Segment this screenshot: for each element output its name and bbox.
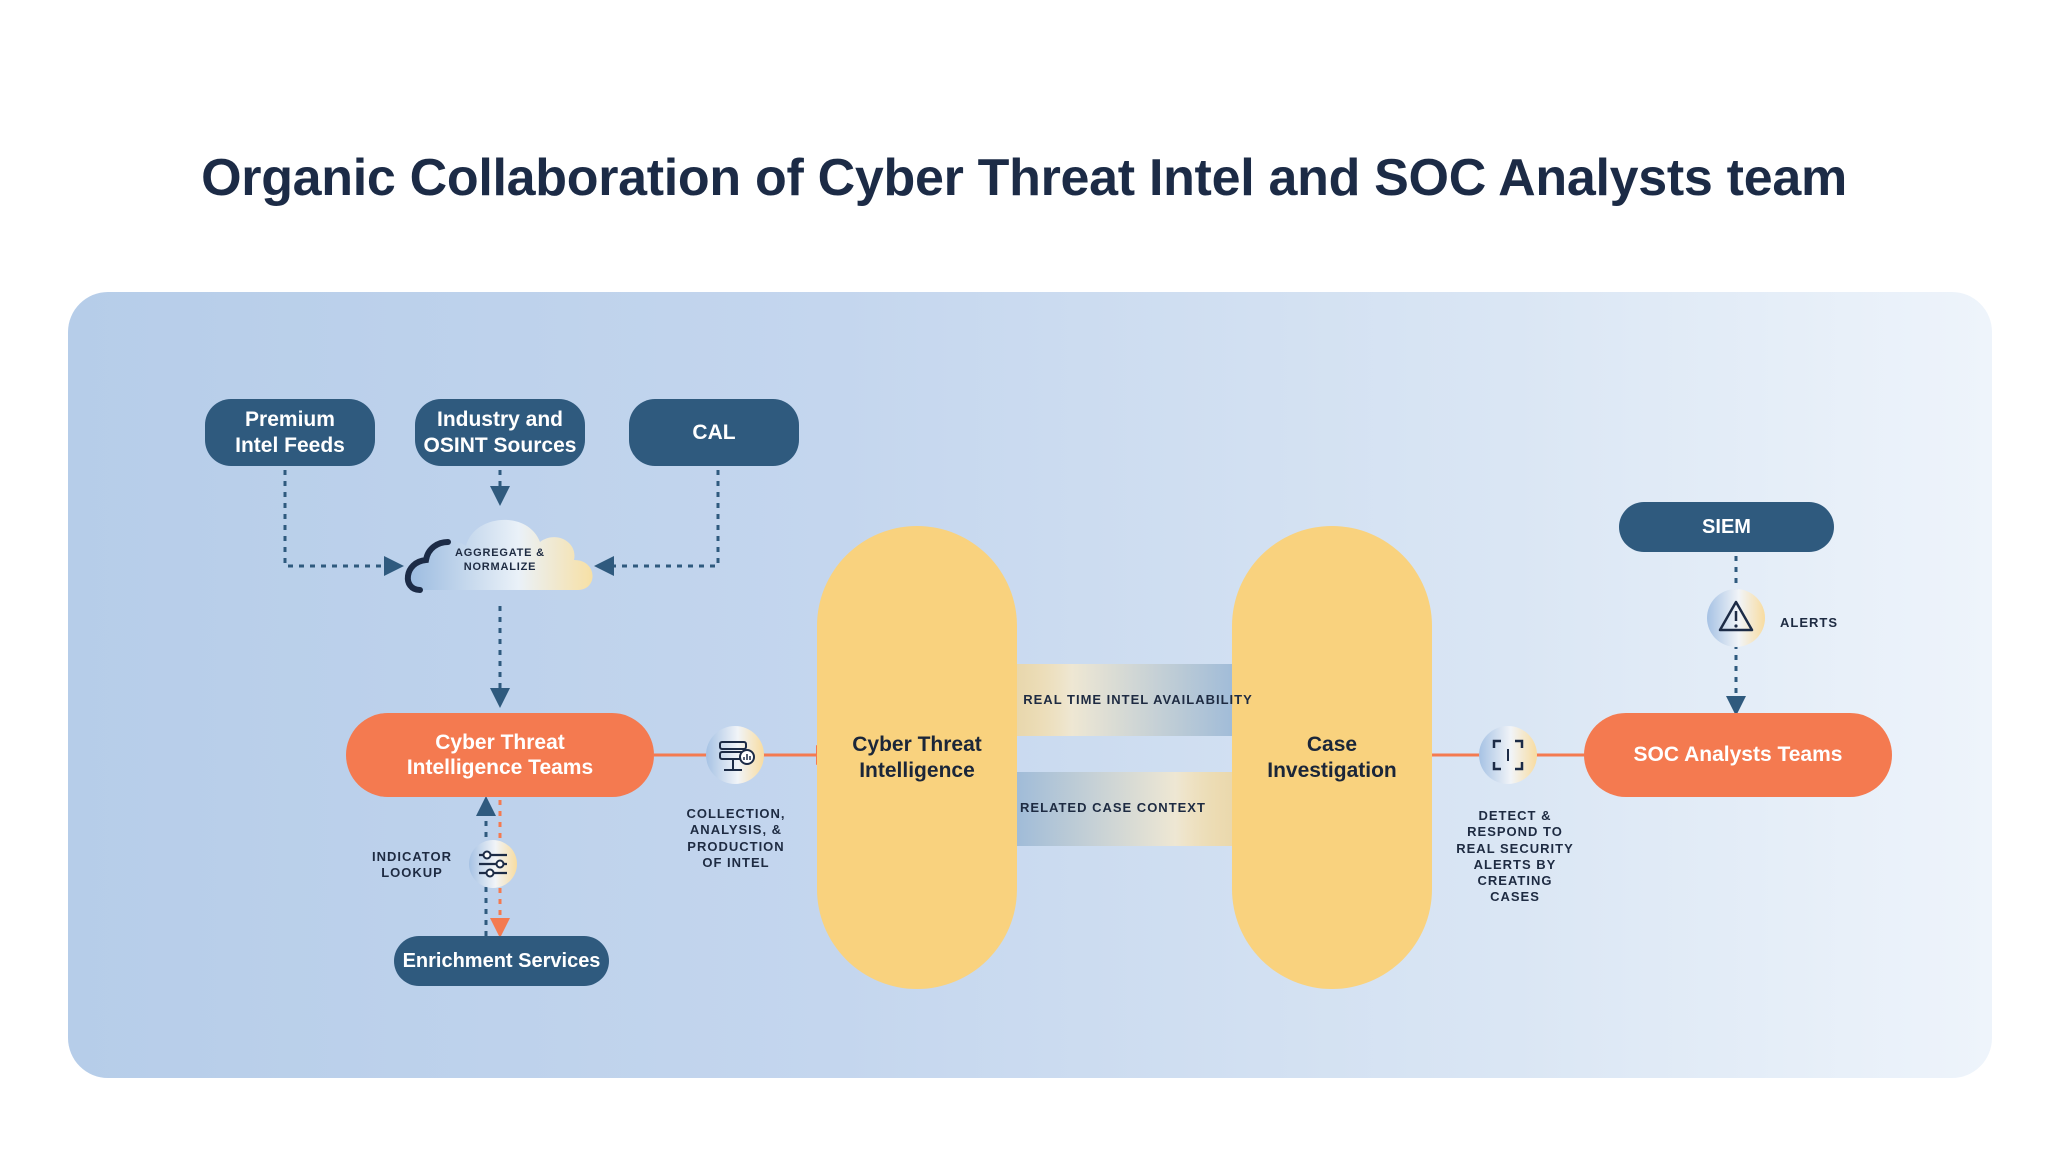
real-time-intel-band <box>1006 664 1270 736</box>
alerts-label: ALERTS <box>1780 615 1838 630</box>
cal-node: CAL <box>629 399 799 466</box>
indicator-lookup-label: INDICATOR LOOKUP <box>371 849 453 881</box>
related-case-context-label: RELATED CASE CONTEXT <box>1020 800 1206 815</box>
soc-analysts-teams-node: SOC Analysts Teams <box>1584 713 1892 797</box>
siem-node: SIEM <box>1619 502 1834 552</box>
industry-osint-sources-node: Industry and OSINT Sources <box>415 399 585 466</box>
cal-to-cloud-arrow <box>594 470 720 576</box>
cti-teams-node: Cyber Threat Intelligence Teams <box>346 713 654 797</box>
cloud-icon <box>404 519 593 593</box>
scan-focus-icon <box>1479 726 1537 784</box>
collection-analysis-label: COLLECTION, ANALYSIS, & PRODUCTION OF IN… <box>686 806 786 870</box>
diagram-title: Organic Collaboration of Cyber Threat In… <box>201 149 1847 207</box>
case-investigation-pill: Case Investigation <box>1232 526 1432 989</box>
warning-icon <box>1707 589 1765 647</box>
premium-intel-feeds-node: Premium Intel Feeds <box>205 399 375 466</box>
server-analytics-icon <box>706 726 764 784</box>
related-case-band <box>982 772 1240 846</box>
enrichment-services-node: Enrichment Services <box>394 936 609 986</box>
cyber-threat-intelligence-pill: Cyber Threat Intelligence <box>817 526 1017 989</box>
detect-respond-label: DETECT & RESPOND TO REAL SECURITY ALERTS… <box>1456 808 1574 905</box>
premium-to-cloud-arrow <box>283 470 404 576</box>
aggregate-normalize-label: AGGREGATE & NORMALIZE <box>455 547 545 573</box>
sliders-icon <box>469 840 517 888</box>
real-time-intel-label: REAL TIME INTEL AVAILABILITY <box>1023 692 1253 707</box>
